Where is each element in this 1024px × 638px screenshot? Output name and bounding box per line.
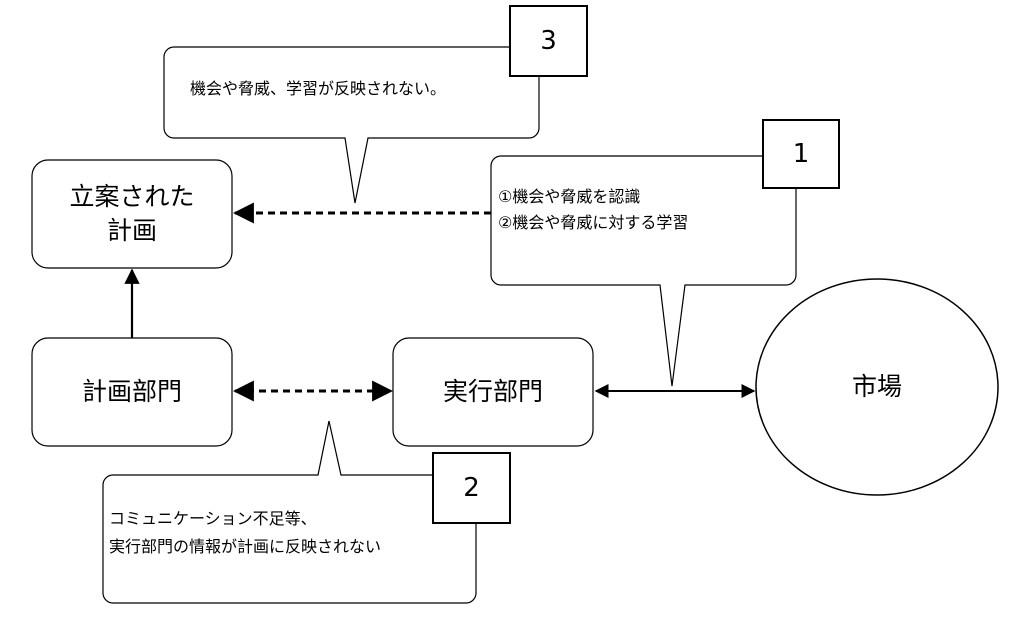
node-planning-dept-label: 計画部門: [81, 377, 182, 407]
callout-1-line-1: ①機会や脅威を認識: [498, 187, 641, 206]
node-planned-plan: 立案された 計画: [32, 160, 232, 268]
callout-3-text: 機会や脅威、学習が反映されない。: [190, 76, 446, 102]
node-market-ellipse: [755, 278, 999, 496]
node-planned-plan-box: [31, 159, 233, 269]
callout-1-number-box: [762, 119, 840, 189]
node-planned-plan-line-2: 計画: [106, 216, 157, 245]
callout-2-line-2: 実行部門の情報が計画に反映されない: [109, 537, 382, 556]
callout-1-number: 1: [792, 139, 810, 169]
callout-3-line-1: 機会や脅威、学習が反映されない。: [190, 79, 447, 98]
callout-3-number-box: [509, 5, 588, 77]
callout-1-line-2: ②機会や脅威に対する学習: [498, 212, 689, 232]
node-execution-dept: 実行部門: [393, 338, 593, 446]
callout-2-number: 2: [463, 473, 480, 503]
node-execution-dept-label: 実行部門: [442, 377, 543, 407]
callout-3-number: 3: [540, 26, 557, 56]
callout-1-text: ①機会や脅威を認識 ②機会や脅威に対する学習: [498, 184, 688, 235]
callout-2-line-1: コミュニケーション不足等、: [109, 509, 317, 528]
callout-2-text: コミュニケーション不足等、 実行部門の情報が計画に反映されない: [109, 505, 381, 561]
node-planned-plan-line-1: 立案された: [69, 182, 195, 212]
node-market: 市場: [756, 279, 998, 495]
callout-2-number-box: [432, 452, 511, 524]
node-planning-dept: 計画部門: [32, 338, 232, 446]
node-market-label: 市場: [851, 372, 902, 402]
